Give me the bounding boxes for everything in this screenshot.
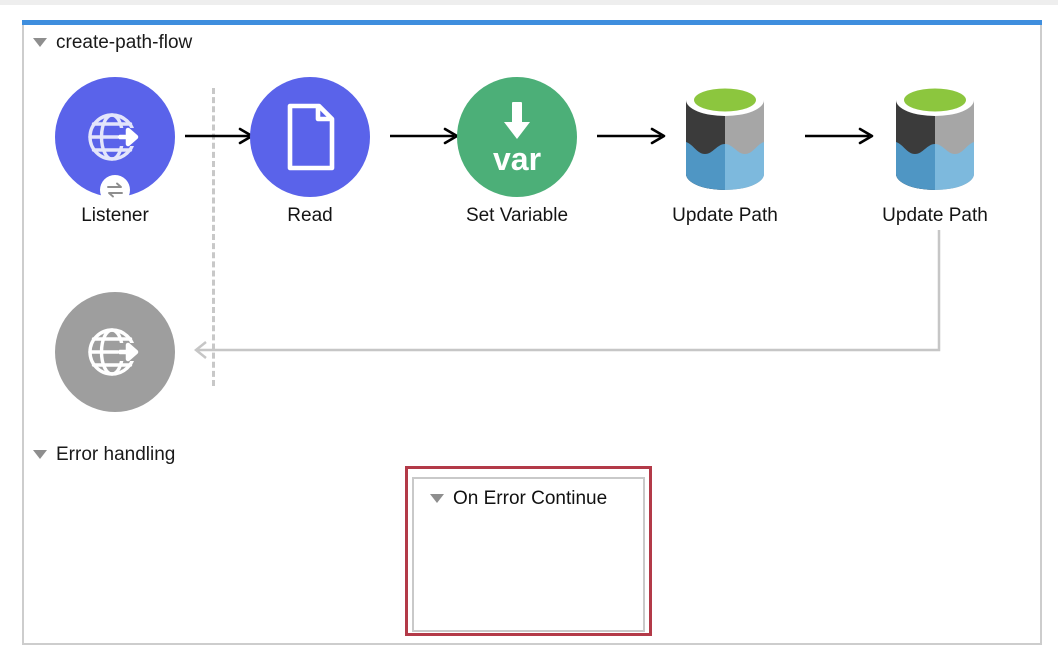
on-error-continue-header[interactable]: On Error Continue (414, 479, 643, 508)
connector-listener-to-read (185, 126, 255, 146)
error-section-header[interactable]: Error handling (33, 445, 175, 464)
var-down-arrow-icon: var (493, 102, 541, 177)
update-path-1-icon-wrap[interactable] (665, 77, 785, 197)
exchange-arrows-icon (107, 182, 123, 198)
triangle-down-icon[interactable] (430, 494, 444, 503)
listener-node-circle[interactable] (55, 77, 175, 205)
flow-node-label: Set Variable (465, 205, 569, 226)
flow-node-label: Listener (81, 205, 149, 226)
data-lake-storage-icon (896, 84, 974, 190)
triangle-down-icon[interactable] (33, 38, 47, 47)
var-text: var (493, 141, 541, 177)
arrow-right-icon (805, 127, 874, 145)
globe-arrow-icon (88, 113, 139, 161)
read-node-circle[interactable] (250, 77, 370, 197)
arrow-right-icon (390, 127, 459, 145)
flow-node-update-path-2[interactable]: Update Path (875, 77, 995, 227)
on-error-continue-scope[interactable]: On Error Continue (412, 477, 645, 632)
update-path-2-icon-wrap[interactable] (875, 77, 995, 197)
connector-read-to-setvariable (390, 126, 460, 146)
flow-node-update-path-1[interactable]: Update Path (665, 77, 785, 227)
data-lake-storage-icon (686, 84, 764, 190)
flow-node-label: Update Path (882, 205, 988, 226)
flow-node-label: Read (287, 205, 333, 226)
flow-section-title: create-path-flow (56, 32, 193, 53)
arrow-right-icon (185, 127, 254, 145)
document-icon (287, 103, 335, 171)
flow-node-listener-response[interactable] (55, 292, 175, 420)
flow-section-header[interactable]: create-path-flow (33, 33, 192, 52)
flow-node-set-variable[interactable]: var Set Variable (457, 77, 577, 227)
on-error-continue-title: On Error Continue (453, 488, 608, 509)
arrow-right-icon (597, 127, 666, 145)
flow-node-read[interactable]: Read (250, 77, 370, 227)
set-variable-node-circle[interactable]: var (457, 77, 577, 197)
connector-setvariable-to-updatepath1 (597, 126, 667, 146)
flow-boundary-divider (212, 88, 215, 386)
connector-updatepath1-to-updatepath2 (805, 126, 875, 146)
flow-node-label: Update Path (672, 205, 778, 226)
listener-exchange-badge (100, 175, 130, 205)
panel-accent-bar (22, 20, 1042, 25)
flow-node-listener[interactable]: Listener (55, 77, 175, 227)
listener-response-node-circle[interactable] (55, 292, 175, 412)
triangle-down-icon[interactable] (33, 450, 47, 459)
on-error-continue-scope-selected[interactable]: On Error Continue (405, 466, 652, 636)
globe-arrow-icon (88, 328, 139, 376)
window-top-strip (0, 0, 1058, 5)
error-section-title: Error handling (56, 444, 176, 465)
